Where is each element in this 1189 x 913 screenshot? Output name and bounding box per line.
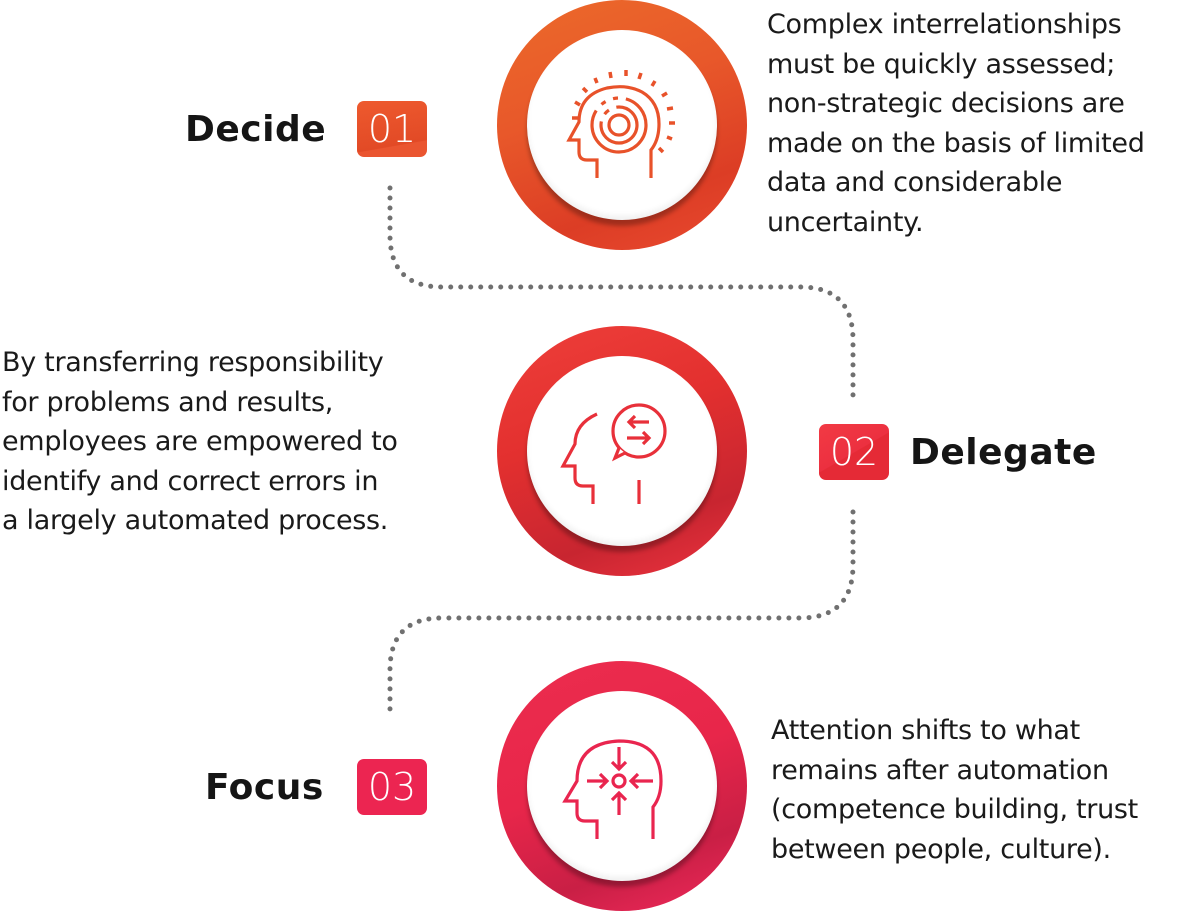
- description-line: uncertainty.: [767, 206, 924, 238]
- step-3-description: Attention shifts to what remains after a…: [771, 711, 1138, 869]
- step-1-number-badge: 01: [357, 101, 427, 157]
- step-1-number: 01: [367, 107, 417, 151]
- step-2-icon-disc: [527, 356, 717, 546]
- step-3-number-badge: 03: [357, 759, 427, 815]
- step-3-ring: [497, 661, 747, 911]
- step-1-ring: [497, 0, 747, 250]
- step-3-number: 03: [367, 765, 417, 809]
- description-line: identify and correct errors in: [2, 465, 379, 497]
- description-line: remains after automation: [771, 754, 1109, 786]
- description-line: must be quickly assessed;: [767, 48, 1116, 80]
- step-2-ring: [497, 326, 747, 576]
- description-line: (competence building, trust: [771, 794, 1138, 825]
- step-2-description: By transferring responsibility for probl…: [2, 343, 398, 541]
- step-3-icon-disc: [527, 691, 717, 881]
- step-3-title: Focus: [205, 767, 324, 808]
- description-line: By transferring responsibility: [2, 347, 384, 378]
- description-line: Attention shifts to what: [771, 715, 1080, 746]
- description-line: between people, culture).: [771, 833, 1111, 865]
- step-2-number: 02: [829, 430, 879, 474]
- step-1-icon-disc: [527, 30, 717, 220]
- description-line: made on the basis of limited: [767, 127, 1145, 159]
- step-1-description: Complex interrelationships must be quick…: [767, 5, 1145, 242]
- step-2-number-badge: 02: [819, 424, 889, 480]
- description-line: data and considerable: [767, 167, 1063, 198]
- step-2-title: Delegate: [910, 432, 1097, 473]
- head-radiating-target-icon: [566, 70, 675, 178]
- description-line: a largely automated process.: [2, 505, 389, 536]
- step-1-title: Decide: [185, 109, 327, 150]
- head-focus-arrows-icon: [562, 739, 663, 839]
- head-speech-exchange-icon: [560, 403, 667, 504]
- description-line: non-strategic decisions are: [767, 88, 1125, 119]
- description-line: Complex interrelationships: [767, 9, 1122, 40]
- description-line: employees are empowered to: [2, 426, 398, 457]
- description-line: for problems and results,: [2, 386, 333, 418]
